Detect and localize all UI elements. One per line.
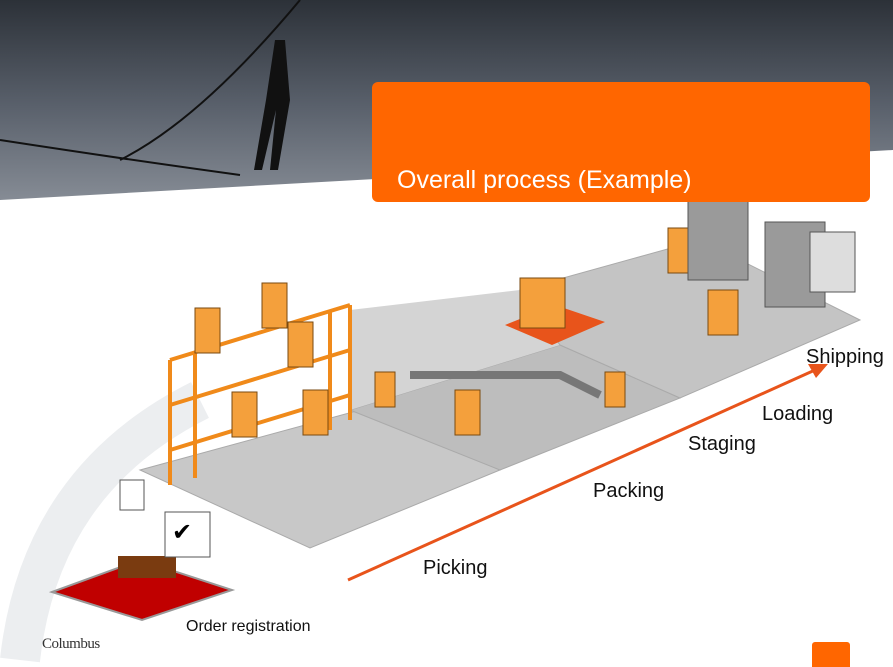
tightrope-walker <box>254 40 290 170</box>
process-arrow <box>347 368 816 582</box>
desk <box>118 556 176 578</box>
step-order-registration: Order registration <box>186 618 311 635</box>
title-box <box>372 82 870 202</box>
safe-icon <box>119 479 145 511</box>
check-icon: ✔ <box>172 519 192 546</box>
conveyor <box>410 371 602 399</box>
step-picking: Picking <box>423 557 488 579</box>
step-loading: Loading <box>762 403 834 425</box>
loading-docks <box>687 194 856 308</box>
checklist-board <box>164 511 211 558</box>
order-pad <box>48 558 236 622</box>
tightrope <box>0 0 301 176</box>
step-staging: Staging <box>688 433 756 455</box>
columbus-logo: Columbus <box>42 636 100 652</box>
slide-title: Overall process (Example) <box>397 166 692 194</box>
arrow-head-icon <box>808 364 828 378</box>
corner-accent <box>812 642 850 667</box>
gray-swoosh <box>0 382 210 663</box>
step-packing: Packing <box>593 480 665 502</box>
step-shipping: Shipping <box>806 346 884 368</box>
